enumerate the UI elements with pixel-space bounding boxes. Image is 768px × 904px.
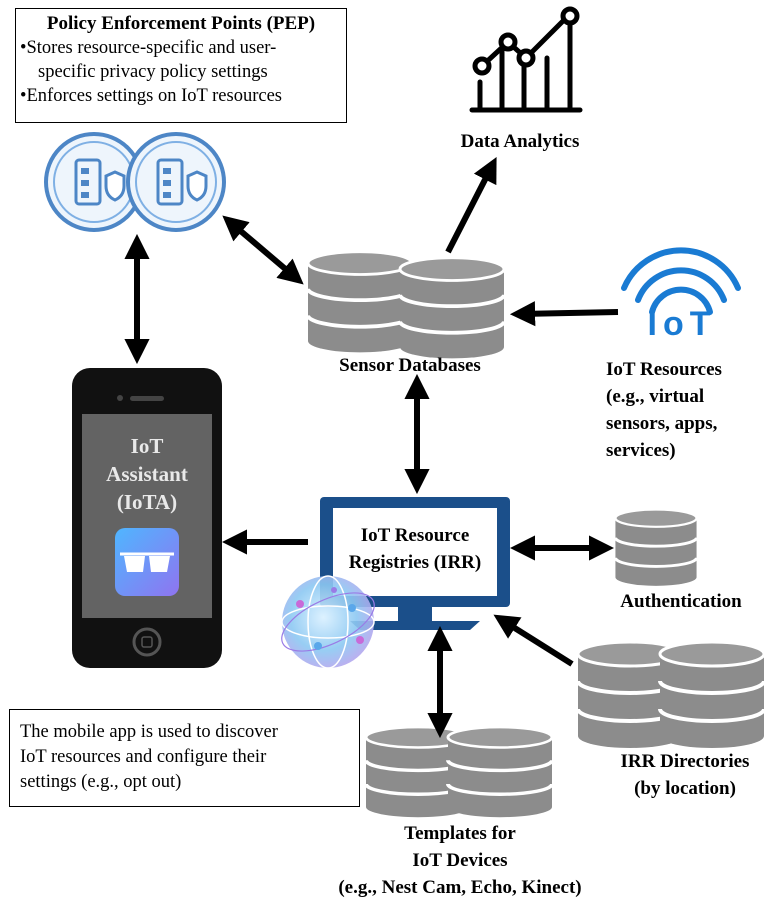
irr-directories-line-2: (by location) <box>634 778 736 799</box>
sensor-databases-icon <box>306 249 506 361</box>
wifi-icon <box>621 247 741 315</box>
templates-label: Templates for IoT Devices (e.g., Nest Ca… <box>300 820 620 901</box>
irr-directories-line-1: IRR Directories <box>620 751 750 772</box>
data-analytics-icon <box>469 6 583 113</box>
iot-resources-label: IoT Resources (e.g., virtual sensors, ap… <box>606 356 766 464</box>
irr-label-line-1: IoT Resource <box>360 525 470 546</box>
note-line-3: settings (e.g., opt out) <box>20 772 182 792</box>
arrow-iot-to-db <box>509 301 619 327</box>
templates-line-2: IoT Devices <box>412 850 508 871</box>
pep-description-box: Policy Enforcement Points (PEP) •Stores … <box>15 8 347 123</box>
sensor-databases-label: Sensor Databases <box>320 352 500 379</box>
pep-bullet-1-line-1: •Stores resource-specific and user- <box>20 38 277 58</box>
iot-resources-line-1: IoT Resources <box>606 359 722 380</box>
iot-resources-line-4: services) <box>606 440 676 461</box>
irr-label-line-2: Registries (IRR) <box>348 552 482 573</box>
templates-line-1: Templates for <box>404 823 516 844</box>
arrow-db-to-analytics <box>445 157 497 254</box>
sensor-databases-label-text: Sensor Databases <box>339 355 481 376</box>
iot-logo-text: IoT <box>647 305 717 343</box>
arrow-dir-to-irr <box>493 614 574 667</box>
irr-screen-label: IoT Resource Registries (IRR) <box>333 522 497 576</box>
arrow-pep-db <box>222 215 304 285</box>
templates-database-icon <box>364 725 554 820</box>
pep-title: Policy Enforcement Points (PEP) <box>46 13 316 34</box>
authentication-database-icon <box>613 507 699 588</box>
phone-label-line-1: IoT <box>130 434 164 458</box>
note-line-1: The mobile app is used to discover <box>20 722 278 742</box>
pep-bullet-2: •Enforces settings on IoT resources <box>20 86 282 106</box>
iota-app-icon <box>115 528 179 596</box>
irr-directories-database-icon <box>576 640 766 750</box>
phone-label-line-3: (IoTA) <box>116 490 178 514</box>
templates-line-3: (e.g., Nest Cam, Echo, Kinect) <box>338 877 582 898</box>
authentication-label-text: Authentication <box>620 591 742 612</box>
irr-monitor-icon <box>320 497 510 630</box>
phone-label-line-2: Assistant <box>106 462 188 486</box>
network-globe-icon <box>281 575 375 669</box>
irr-directories-label: IRR Directories (by location) <box>604 748 766 802</box>
mobile-app-note-box: The mobile app is used to discover IoT r… <box>9 709 360 807</box>
iot-resources-line-2: (e.g., virtual <box>606 386 705 407</box>
pep-bullet-1-line-2: specific privacy policy settings <box>38 62 268 82</box>
phone-icon <box>72 368 222 668</box>
data-analytics-label: Data Analytics <box>430 128 610 155</box>
connection-arrows <box>124 157 619 739</box>
phone-screen-label: IoT Assistant (IoTA) <box>82 432 212 516</box>
iot-resources-line-3: sensors, apps, <box>606 413 718 434</box>
authentication-label: Authentication <box>596 588 766 615</box>
pep-icon <box>44 132 226 232</box>
data-analytics-label-text: Data Analytics <box>460 131 580 152</box>
note-line-2: IoT resources and configure their <box>20 747 267 767</box>
